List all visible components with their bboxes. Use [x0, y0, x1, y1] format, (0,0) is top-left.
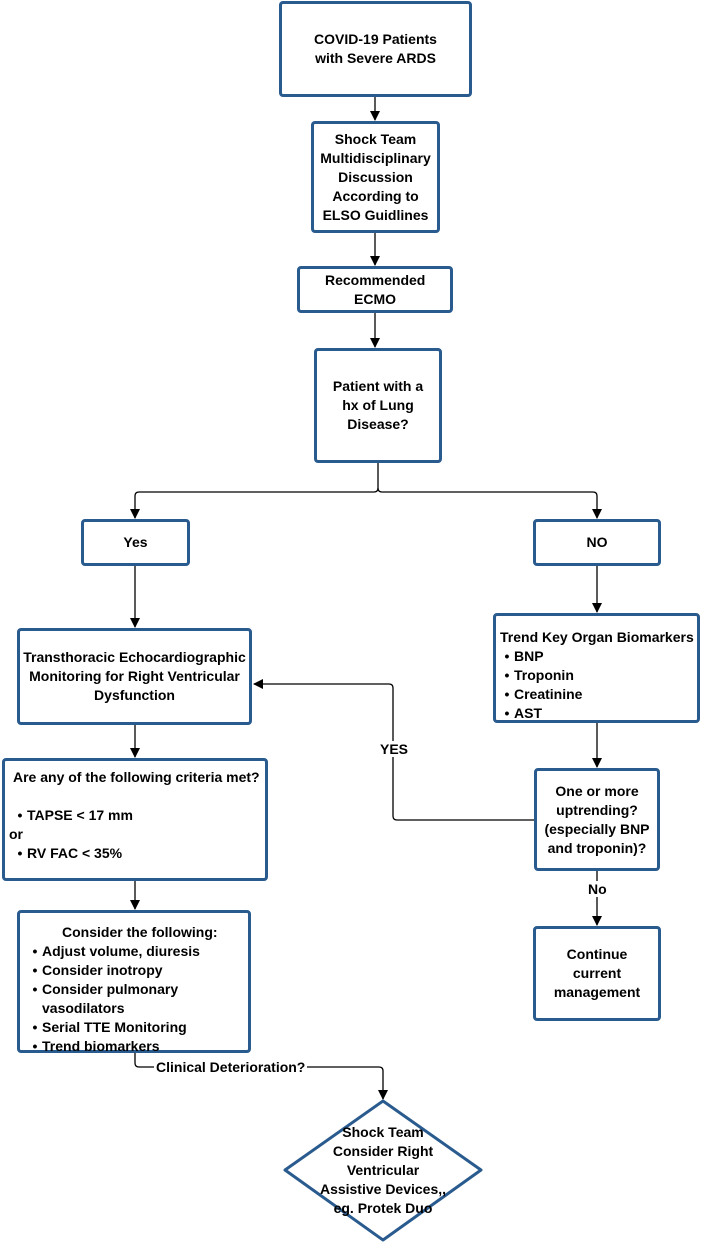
yes-text: Yes [123, 534, 148, 550]
consider-item: •Adjust volume, diuresis [32, 943, 200, 959]
no-down-label: No [587, 881, 608, 897]
tte-box: Transthoracic Echocardiographic Monitori… [17, 628, 252, 725]
edge-question-to-no [377, 487, 602, 519]
no-text: NO [586, 534, 608, 550]
lung-question-text: Patient with a hx of Lung Disease? [332, 378, 424, 432]
rvad-text: Shock Team Consider Right Ventricular As… [319, 1124, 447, 1216]
consider-item: •Consider inotropy [32, 962, 163, 978]
uptrend-box: One or more uptrending? (especially BNP … [534, 768, 660, 871]
edge-question-to-yes [130, 463, 379, 519]
deterioration-label: Clinical Deterioration? [154, 1059, 308, 1075]
ecmo-text: Recommended ECMO [325, 271, 426, 307]
shock-team-text: Shock Team Multidisciplinary Discussion … [320, 130, 431, 223]
criteria-box: Are any of the following criteria met? •… [2, 758, 268, 881]
biomarkers-box: Trend Key Organ Biomarkers •BNP •Troponi… [493, 613, 700, 723]
start-text: COVID-19 Patients with Severe ARDS [314, 31, 437, 66]
lung-question-box: Patient with a hx of Lung Disease? [314, 348, 442, 463]
consider-title: Consider the following: [62, 924, 218, 940]
uptrend-text: One or more uptrending? (especially BNP … [544, 782, 650, 856]
biomarker-item: •AST [504, 705, 542, 721]
consider-item: •Trend biomarkers [32, 1038, 160, 1054]
tte-text: Transthoracic Echocardiographic Monitori… [23, 649, 246, 703]
continue-box: Continue current management [533, 926, 661, 1021]
yes-loop-label: YES [378, 741, 411, 757]
rvad-diamond [283, 1099, 483, 1242]
start-box: COVID-19 Patients with Severe ARDS [279, 1, 472, 97]
biomarker-item: •BNP [504, 648, 544, 664]
biomarkers-list: •BNP •Troponin •Creatinine •AST [500, 647, 583, 723]
criteria-or: or [9, 826, 23, 842]
criteria-title: Are any of the following criteria met? [13, 769, 260, 785]
no-box: NO [533, 519, 661, 566]
criteria-item-tapse: •TAPSE < 17 mm [17, 807, 133, 823]
continue-text: Continue current management [553, 946, 641, 1000]
ecmo-box: Recommended ECMO [297, 266, 453, 313]
yes-box: Yes [81, 519, 190, 566]
shock-team-box: Shock Team Multidisciplinary Discussion … [311, 121, 440, 233]
consider-list: •Adjust volume, diuresis •Consider inotr… [28, 942, 200, 1056]
consider-box: Consider the following: •Adjust volume, … [17, 910, 251, 1056]
consider-item: •Serial TTE Monitoring [32, 1019, 187, 1035]
biomarkers-title: Trend Key Organ Biomarkers [500, 629, 694, 645]
biomarker-item: •Creatinine [504, 686, 583, 702]
criteria-item-rvfac: •RV FAC < 35% [17, 845, 123, 861]
biomarker-item: •Troponin [504, 667, 574, 683]
